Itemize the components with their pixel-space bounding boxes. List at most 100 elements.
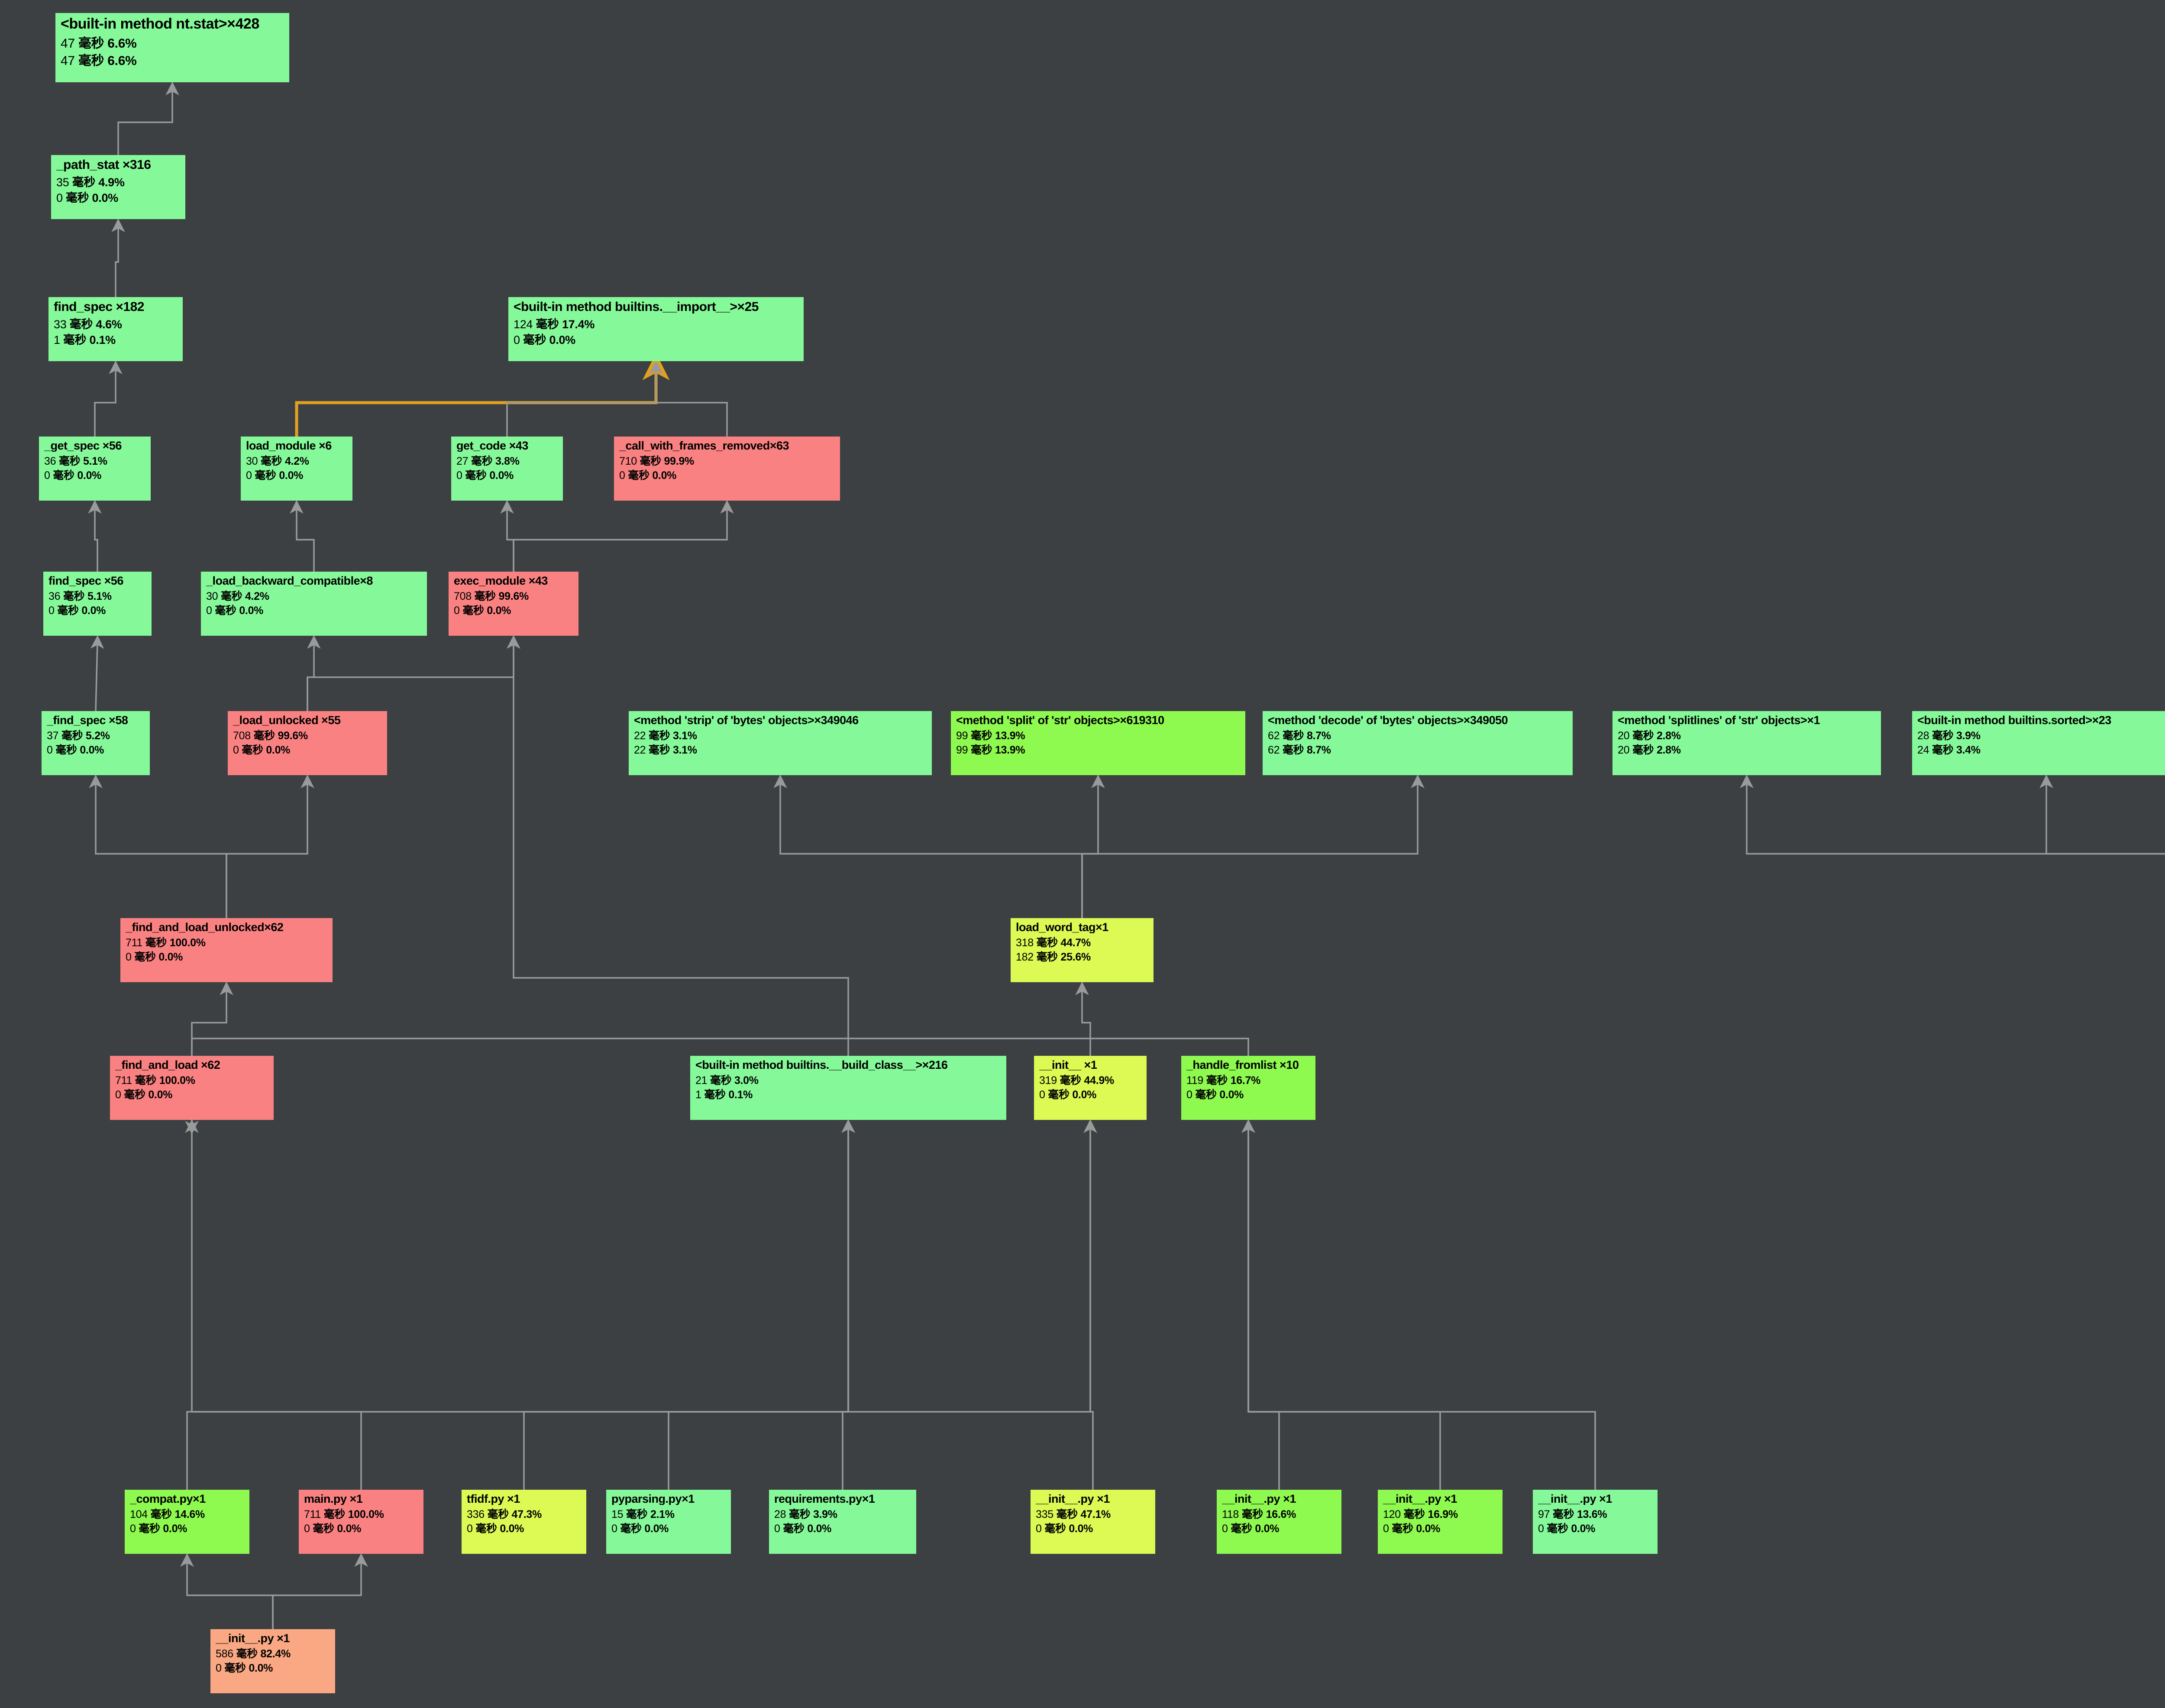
graph-node-strip-bytes[interactable]: <method 'strip' of 'bytes' objects>×3490… — [629, 711, 932, 775]
self-percent: 0.0% — [652, 469, 677, 482]
node-self-row: 0 毫秒 0.0% — [216, 1663, 331, 1674]
edge-get-spec-to-find-spec-182 — [94, 360, 123, 437]
total-unit: 毫秒 — [58, 455, 81, 467]
graph-node-decode-bytes[interactable]: <method 'decode' of 'bytes' objects>×349… — [1263, 711, 1573, 775]
total-value: 318 — [1016, 937, 1034, 949]
edge-find-and-load-unlocked-to-load-unlocked — [226, 774, 314, 918]
self-unit: 毫秒 — [215, 605, 236, 617]
node-total-row: 124 毫秒 17.4% — [514, 319, 799, 330]
self-percent: 0.0% — [337, 1523, 362, 1535]
self-unit: 毫秒 — [648, 744, 670, 756]
total-value: 33 — [54, 318, 67, 331]
self-unit: 毫秒 — [970, 744, 992, 756]
node-total-row: 28 毫秒 3.9% — [1917, 731, 2165, 741]
node-title: <method 'split' of 'str' objects>×619310 — [956, 715, 1164, 726]
node-self-row: 0 毫秒 0.0% — [130, 1524, 245, 1534]
self-percent: 3.4% — [1956, 744, 1981, 756]
edge-main-py-to-find-and-load — [185, 1119, 362, 1490]
self-percent: 0.0% — [163, 1523, 187, 1535]
total-percent: 4.2% — [284, 455, 309, 467]
self-unit: 毫秒 — [124, 1089, 145, 1101]
edge-exec-module-to-call-with-frames-removed — [513, 500, 734, 572]
total-value: 586 — [216, 1648, 233, 1660]
node-self-row: 0 毫秒 0.0% — [456, 470, 559, 481]
total-percent: 100.0% — [169, 937, 206, 949]
self-percent: 2.8% — [1656, 744, 1681, 756]
total-unit: 毫秒 — [1282, 730, 1304, 742]
total-unit: 毫秒 — [1036, 937, 1058, 949]
total-percent: 100.0% — [159, 1074, 195, 1087]
node-total-row: 97 毫秒 13.6% — [1538, 1509, 1653, 1520]
graph-node-split-str[interactable]: <method 'split' of 'str' objects>×619310… — [951, 711, 1245, 775]
node-self-row: 22 毫秒 3.1% — [634, 745, 927, 756]
self-unit: 毫秒 — [704, 1089, 726, 1101]
total-unit: 毫秒 — [710, 1074, 732, 1087]
self-percent: 0.0% — [249, 1662, 273, 1674]
total-percent: 17.4% — [562, 318, 595, 331]
node-total-row: 319 毫秒 44.9% — [1039, 1075, 1142, 1086]
node-total-row: 711 毫秒 100.0% — [304, 1509, 419, 1520]
self-value: 0 — [233, 744, 239, 756]
node-title: __init__.py ×1 — [1538, 1493, 1612, 1505]
self-unit: 毫秒 — [475, 1523, 497, 1535]
node-title: get_code ×43 — [456, 440, 528, 452]
total-percent: 99.9% — [664, 455, 695, 467]
total-unit: 毫秒 — [1632, 730, 1654, 742]
total-unit: 毫秒 — [1056, 1508, 1078, 1520]
total-unit: 毫秒 — [61, 730, 83, 742]
self-value: 0 — [44, 469, 50, 482]
graph-node-build-class[interactable]: <built-in method builtins.__build_class_… — [690, 1056, 1006, 1120]
node-self-row: 0 毫秒 0.0% — [126, 952, 328, 963]
node-total-row: 586 毫秒 82.4% — [216, 1649, 331, 1659]
node-title: _load_unlocked ×55 — [233, 715, 341, 726]
graph-node-splitlines-str[interactable]: <method 'splitlines' of 'str' objects>×1… — [1612, 711, 1881, 775]
node-total-row: 711 毫秒 100.0% — [115, 1075, 269, 1086]
total-value: 124 — [514, 318, 533, 331]
node-total-row: 118 毫秒 16.6% — [1222, 1509, 1337, 1520]
graph-node-builtins-import[interactable]: <built-in method builtins.__import__>×25… — [508, 297, 804, 361]
node-self-row: 0 毫秒 0.0% — [47, 745, 145, 756]
total-percent: 5.1% — [87, 590, 112, 602]
self-unit: 毫秒 — [1195, 1089, 1217, 1101]
self-value: 0 — [774, 1523, 780, 1535]
total-percent: 44.7% — [1060, 937, 1091, 949]
node-title: __init__.py ×1 — [1222, 1493, 1296, 1505]
node-self-row: 20 毫秒 2.8% — [1618, 745, 1877, 756]
total-value: 711 — [304, 1508, 321, 1520]
self-percent: 0.0% — [279, 469, 304, 482]
edge-tfidf-py-to-init-319 — [523, 1119, 1097, 1490]
self-value: 182 — [1016, 951, 1034, 963]
total-percent: 99.6% — [278, 730, 308, 742]
total-value: 99 — [956, 730, 968, 742]
total-percent: 100.0% — [348, 1508, 384, 1520]
